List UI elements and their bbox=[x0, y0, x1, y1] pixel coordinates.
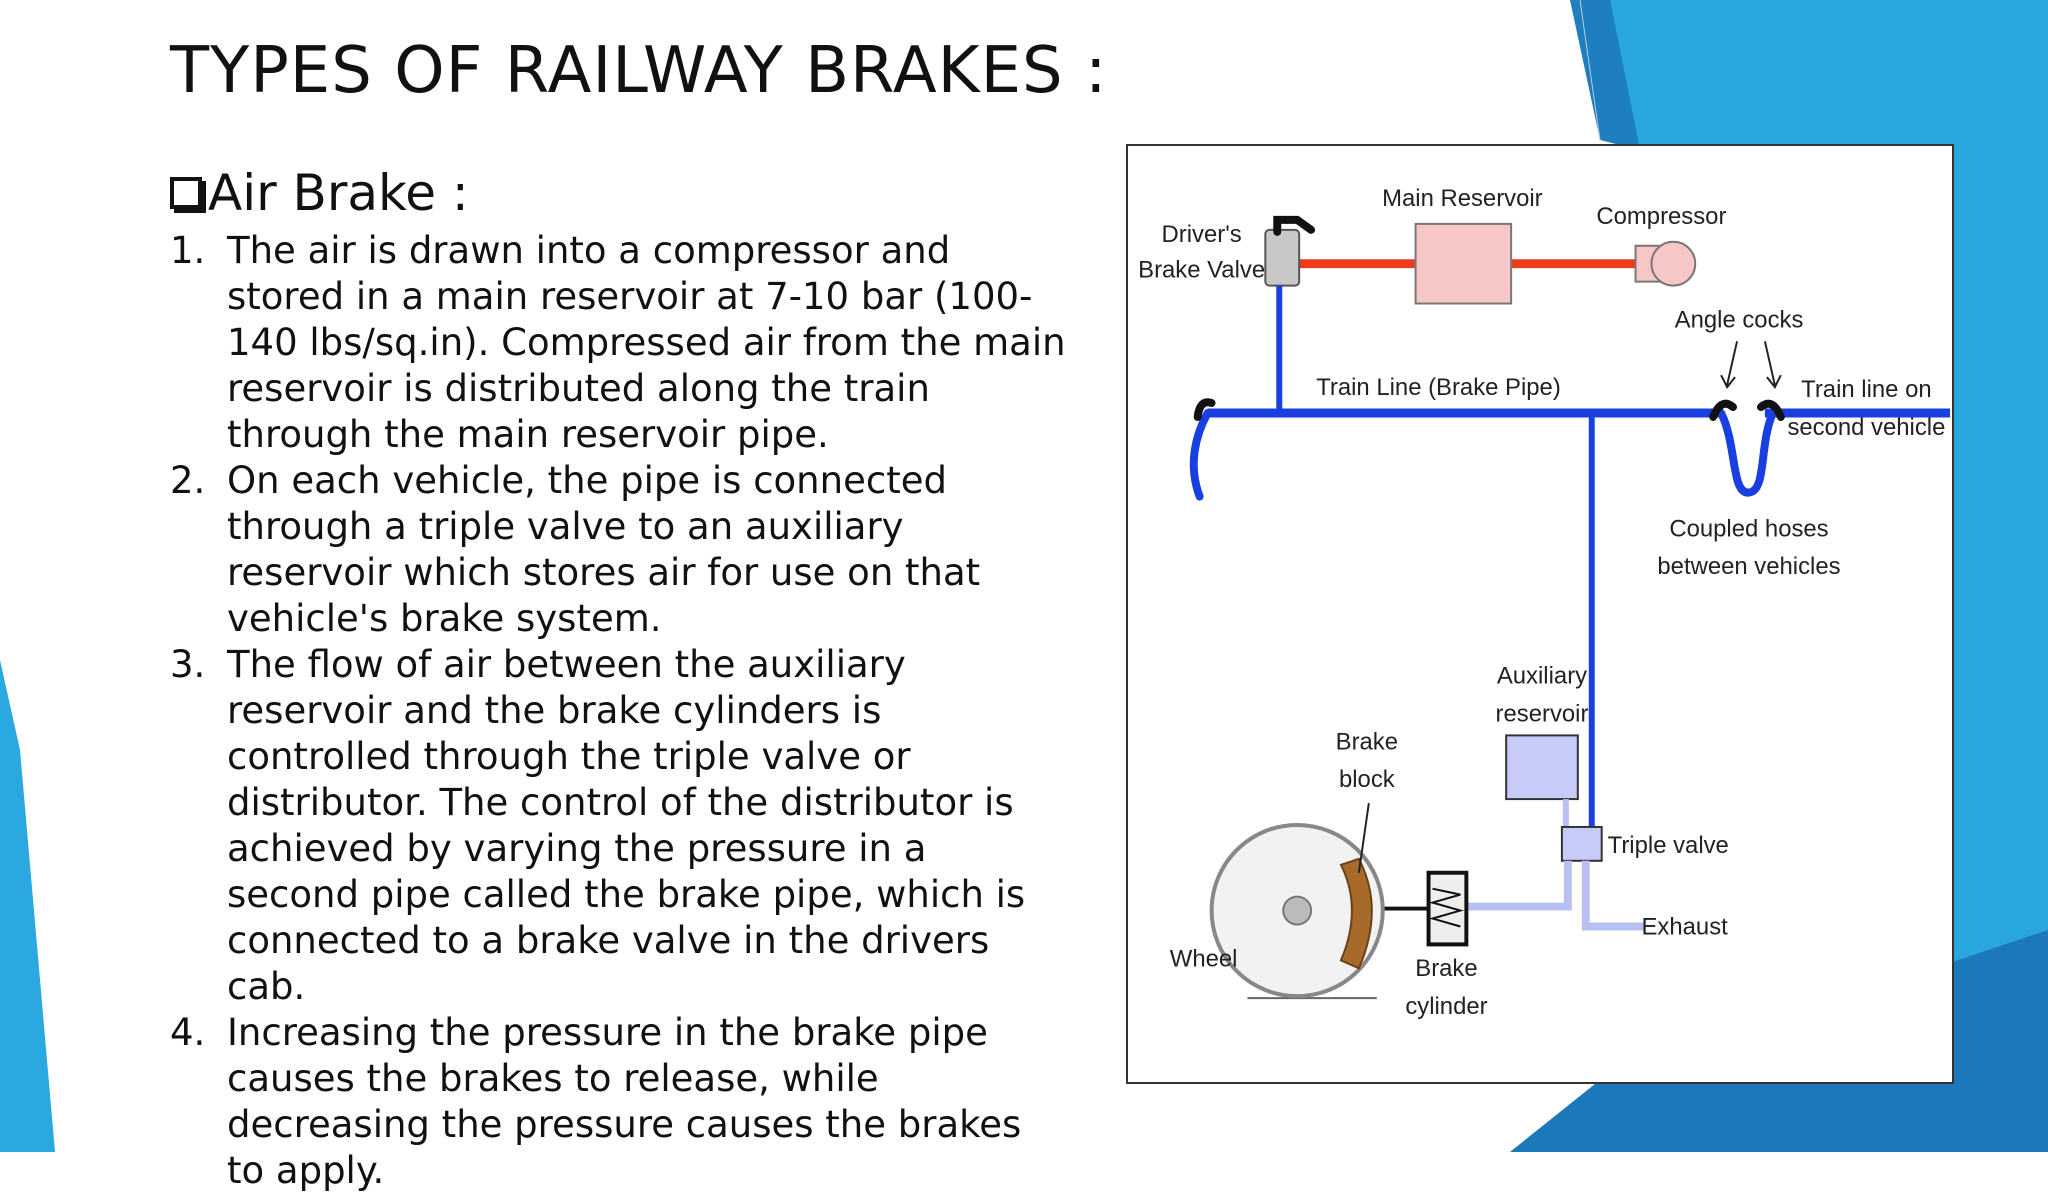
section-heading: Air Brake : bbox=[170, 164, 469, 222]
left-end-hose bbox=[1189, 408, 1212, 501]
label-coupled-hoses: Coupled hoses bbox=[1669, 515, 1828, 542]
label-triple-valve: Triple valve bbox=[1608, 832, 1729, 859]
label-wheel: Wheel bbox=[1170, 945, 1238, 972]
triple-valve-to-cylinder-pipe bbox=[1466, 860, 1572, 911]
angle-cocks-arrow-left bbox=[1720, 341, 1739, 389]
triple-valve bbox=[1560, 825, 1603, 862]
exhaust-pipe bbox=[1581, 860, 1646, 931]
list-item: 4. Increasing the pressure in the brake … bbox=[170, 1010, 1070, 1194]
list-text: On each vehicle, the pipe is connected t… bbox=[227, 459, 981, 640]
list-item: 3. The flow of air between the auxiliary… bbox=[170, 642, 1070, 1010]
label-angle-cocks: Angle cocks bbox=[1675, 306, 1804, 333]
list-number: 1. bbox=[170, 229, 206, 272]
label-train-line-on-second-vehicle: Train line on bbox=[1801, 376, 1932, 403]
angle-cock-right bbox=[1756, 399, 1785, 421]
list-number: 3. bbox=[170, 643, 206, 686]
coupled-hoses bbox=[1717, 408, 1777, 497]
label-brake-block: Brake bbox=[1336, 728, 1398, 755]
brake-block bbox=[1339, 857, 1373, 970]
air-brake-diagram: Driver's Brake Valve Main Reservoir Comp… bbox=[1126, 144, 1954, 1084]
label-train-line: Train Line (Brake Pipe) bbox=[1316, 374, 1561, 401]
label-coupled-hoses: between vehicles bbox=[1657, 553, 1840, 580]
main-reservoir bbox=[1414, 222, 1513, 305]
accent-shape-left bbox=[0, 660, 55, 1152]
label-brake-cylinder: Brake bbox=[1415, 955, 1477, 982]
list-text: The air is drawn into a compressor and s… bbox=[227, 229, 1066, 456]
left-angle-cock bbox=[1193, 398, 1216, 421]
list-number: 2. bbox=[170, 459, 206, 502]
brake-cylinder bbox=[1426, 870, 1469, 947]
slide-title: TYPES OF RAILWAY BRAKES : bbox=[170, 34, 1108, 108]
checkbox-bullet-icon bbox=[170, 177, 202, 209]
drivers-brake-valve-handle bbox=[1273, 215, 1316, 236]
wheel-hub bbox=[1282, 895, 1313, 926]
list-number: 4. bbox=[170, 1011, 206, 1054]
angle-cocks-arrow-right bbox=[1763, 341, 1782, 389]
auxiliary-reservoir bbox=[1505, 734, 1579, 801]
brake-block-pointer bbox=[1357, 802, 1370, 873]
label-brake-block: block bbox=[1339, 766, 1395, 793]
label-auxiliary-reservoir: Auxiliary bbox=[1497, 663, 1587, 690]
air-brake-diagram-svg: Driver's Brake Valve Main Reservoir Comp… bbox=[1138, 185, 1951, 1020]
accent-line bbox=[1579, 0, 1601, 141]
label-exhaust: Exhaust bbox=[1642, 913, 1729, 940]
label-auxiliary-reservoir: reservoir bbox=[1496, 700, 1589, 727]
label-main-reservoir: Main Reservoir bbox=[1382, 185, 1543, 212]
section-heading-text: Air Brake : bbox=[208, 164, 469, 222]
label-train-line-on-second-vehicle: second vehicle bbox=[1787, 414, 1945, 441]
brake-cylinder-spring bbox=[1428, 887, 1465, 928]
compressor bbox=[1650, 240, 1697, 287]
list-item: 1. The air is drawn into a compressor an… bbox=[170, 228, 1070, 458]
accent-shape-top-right-light bbox=[1570, 0, 1640, 150]
label-drivers-brake-valve: Driver's bbox=[1162, 221, 1242, 248]
angle-cock-left bbox=[1709, 399, 1738, 421]
list-text: The flow of air between the auxiliary re… bbox=[227, 643, 1026, 1008]
label-drivers-brake-valve: Brake Valve bbox=[1138, 257, 1265, 284]
drivers-brake-valve bbox=[1264, 228, 1301, 287]
label-compressor: Compressor bbox=[1596, 203, 1726, 230]
list-text: Increasing the pressure in the brake pip… bbox=[227, 1011, 1022, 1192]
label-brake-cylinder: cylinder bbox=[1405, 993, 1487, 1020]
list-item: 2. On each vehicle, the pipe is connecte… bbox=[170, 458, 1070, 642]
numbered-list: 1. The air is drawn into a compressor an… bbox=[170, 228, 1070, 1194]
